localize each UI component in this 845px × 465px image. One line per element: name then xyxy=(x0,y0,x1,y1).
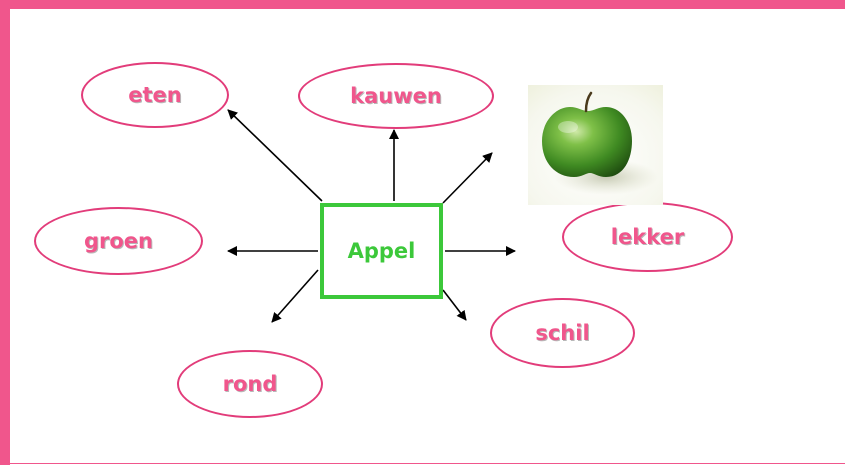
frame-bottom-border xyxy=(10,463,845,464)
node-schil-label: schil xyxy=(535,321,590,345)
node-rond: rond xyxy=(177,350,323,418)
arrow-to-schil xyxy=(442,289,467,321)
node-kauwen-label: kauwen xyxy=(350,84,442,108)
node-schil: schil xyxy=(490,298,635,368)
node-lekker-label: lekker xyxy=(610,225,685,249)
arrow-to-rond xyxy=(271,269,319,323)
green-apple-image xyxy=(528,85,663,205)
frame-left-border xyxy=(0,0,10,465)
center-node-appel: Appel xyxy=(320,203,443,299)
center-node-label: Appel xyxy=(347,239,416,263)
node-eten: eten xyxy=(81,62,229,128)
arrow-to-eten xyxy=(227,109,323,202)
node-groen: groen xyxy=(34,207,203,275)
node-groen-label: groen xyxy=(83,229,153,253)
node-lekker: lekker xyxy=(562,202,733,272)
arrow-to-apple xyxy=(442,152,493,204)
node-kauwen: kauwen xyxy=(298,63,494,129)
frame-top-border xyxy=(0,0,845,9)
node-rond-label: rond xyxy=(222,372,278,396)
node-eten-label: eten xyxy=(128,83,182,107)
